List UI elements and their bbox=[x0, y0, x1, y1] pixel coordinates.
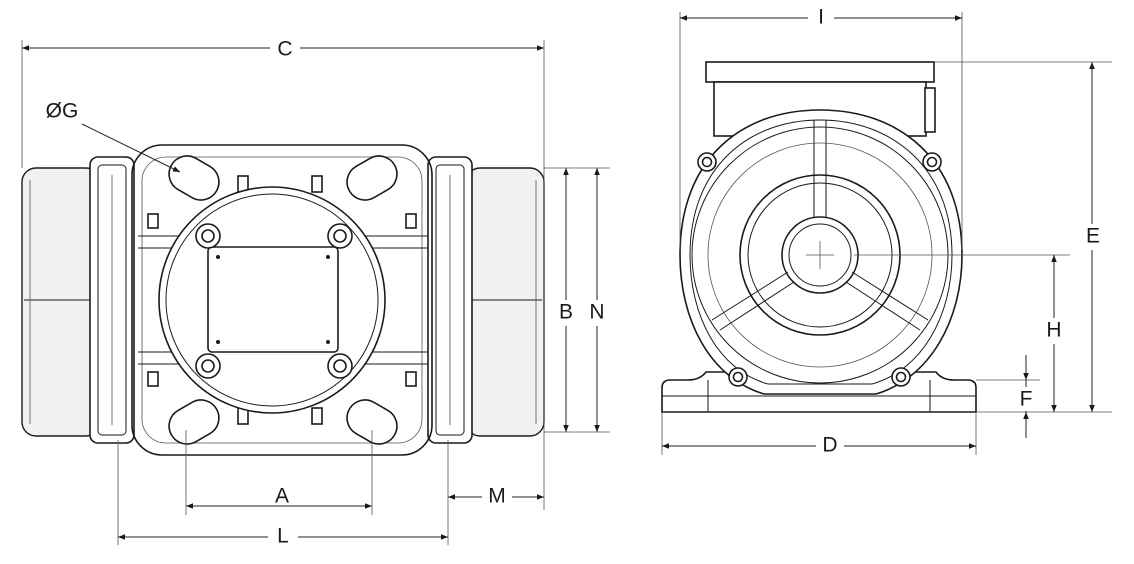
dimension-label-g: ØG bbox=[46, 100, 79, 123]
dimension-label-m: M bbox=[488, 485, 506, 508]
dimension-label-i: I bbox=[818, 6, 824, 29]
side-view-dimensions: C ØG B N A L M bbox=[21, 36, 610, 549]
end-view-dimensions: I E H F D bbox=[661, 6, 1112, 458]
dimension-label-l: L bbox=[277, 525, 289, 548]
side-view bbox=[21, 144, 545, 456]
end-bolts bbox=[697, 152, 942, 387]
leader-line-g bbox=[81, 123, 181, 173]
mounting-slots bbox=[168, 155, 398, 445]
end-view bbox=[661, 61, 977, 413]
dimension-label-c: C bbox=[277, 38, 292, 61]
dimension-label-n: N bbox=[589, 301, 604, 324]
cover-screws bbox=[195, 223, 353, 379]
dimension-label-b: B bbox=[559, 301, 573, 324]
dimension-label-a: A bbox=[275, 485, 289, 508]
left-flange bbox=[89, 156, 135, 444]
dimension-label-f: F bbox=[1020, 388, 1033, 411]
terminal-box bbox=[158, 186, 386, 414]
dimension-label-h: H bbox=[1046, 319, 1061, 342]
dimension-label-d: D bbox=[822, 434, 837, 457]
right-end-cap bbox=[465, 167, 545, 437]
dimension-label-e: E bbox=[1086, 225, 1100, 248]
end-housing bbox=[679, 109, 963, 395]
right-flange bbox=[427, 156, 473, 444]
left-end-cap bbox=[21, 167, 101, 437]
